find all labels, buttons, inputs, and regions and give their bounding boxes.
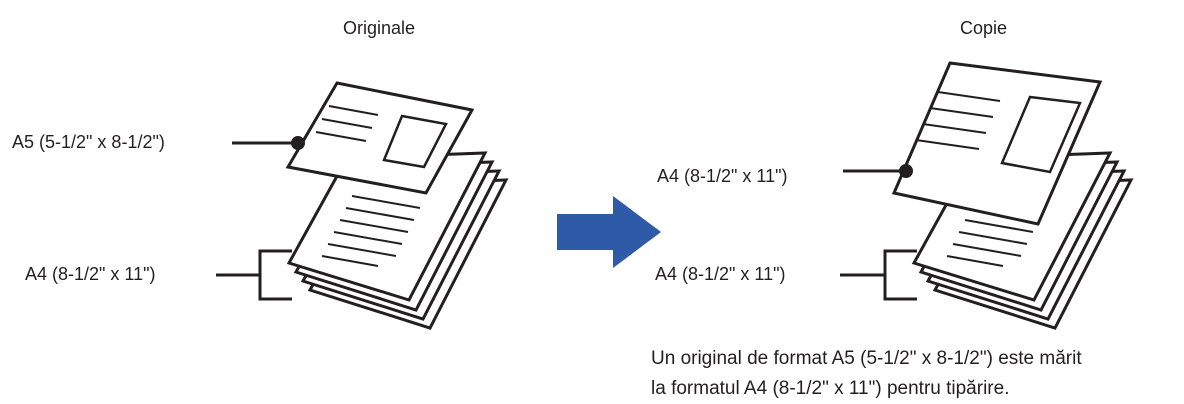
copy-stack-bracket bbox=[840, 249, 917, 301]
original-a4-bracket bbox=[216, 249, 292, 301]
right-arrow-icon bbox=[557, 196, 661, 268]
caption-line-2: la formatul A4 (8-1/2" x 11") pentru tip… bbox=[651, 378, 1010, 399]
copy-top-page bbox=[891, 61, 1103, 226]
original-a4-label: A4 (8-1/2" x 11") bbox=[25, 264, 156, 284]
copy-top-leader bbox=[843, 164, 913, 178]
original-a5-label: A5 (5-1/2" x 8-1/2") bbox=[12, 132, 165, 152]
copy-heading: Copie bbox=[960, 18, 1008, 38]
copy-stack-label: A4 (8-1/2" x 11") bbox=[655, 264, 786, 284]
caption: Un original de format A5 (5-1/2" x 8-1/2… bbox=[651, 344, 1082, 404]
copy-top-label: A4 (8-1/2" x 11") bbox=[657, 166, 788, 186]
original-a5-page bbox=[285, 81, 475, 195]
original-a4-stack bbox=[286, 151, 509, 330]
caption-line-1: Un original de format A5 (5-1/2" x 8-1/2… bbox=[651, 348, 1082, 369]
original-a5-leader bbox=[232, 136, 305, 150]
original-heading: Originale bbox=[343, 18, 416, 38]
